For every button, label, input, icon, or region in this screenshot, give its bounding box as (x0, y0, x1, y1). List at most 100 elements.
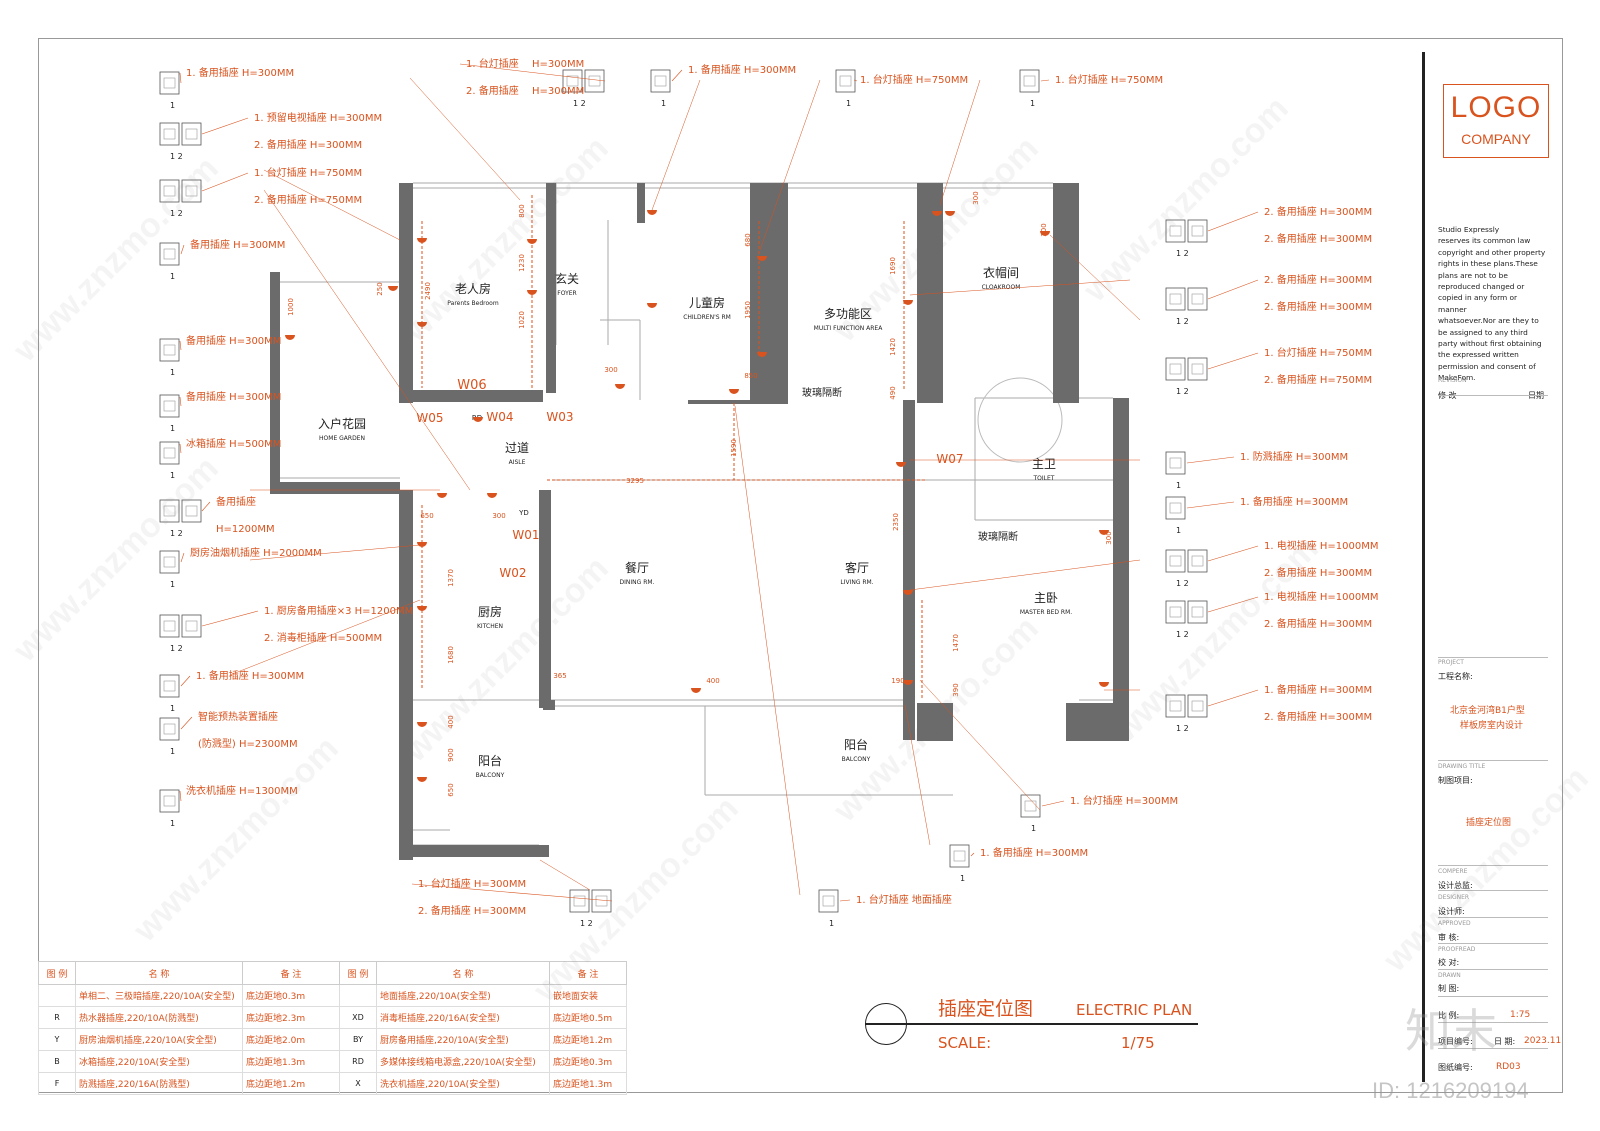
title-block-rule (1438, 1022, 1548, 1023)
wall (543, 700, 555, 710)
socket-box (1165, 549, 1186, 573)
socket-face (1023, 75, 1036, 87)
socket-face (163, 620, 176, 632)
socket-face (573, 895, 586, 907)
room-name-en: BALCONY (842, 756, 871, 763)
title-block-field: 制图项目: (1438, 776, 1473, 785)
dimension-label: 850 (744, 372, 757, 380)
legend-cell: 底边距地1.3m (549, 1072, 627, 1095)
leader-line (179, 72, 182, 84)
callout-text: 备用插座 (216, 495, 256, 508)
legend-cell: 底边距地2.0m (242, 1028, 340, 1051)
socket-face (595, 895, 608, 907)
wall (399, 490, 413, 860)
socket-face (1169, 225, 1182, 237)
socket-box (1165, 600, 1186, 624)
room-name-en: CLOAKROOM (982, 284, 1021, 291)
legend-cell: 消毒柜插座,220/16A(安全型) (376, 1006, 550, 1029)
socket-box (650, 69, 671, 93)
socket-callout: 11. 备用插座 H=300MM (650, 63, 796, 108)
note-line: Studio Expressly (1438, 225, 1500, 234)
socket-callout: 11. 台灯插座 H=750MM (1019, 69, 1163, 108)
title-block-rule (1438, 943, 1548, 944)
socket-face (185, 620, 198, 632)
socket-icon (691, 688, 701, 693)
socket-face (163, 723, 176, 735)
callout-text: 1. 台灯插座 H=750MM (1264, 346, 1372, 359)
title-block-field: 插座定位图 (1466, 818, 1512, 828)
socket-icon (1099, 530, 1109, 535)
callout-text: 1. 台灯插座 H=300MM (1070, 794, 1178, 807)
callout-text: 1. 备用插座 H=300MM (1240, 495, 1348, 508)
room-name: 客厅 (845, 560, 869, 575)
socket-icon (487, 493, 497, 498)
callout-text: 2. 备用插座 H=300MM (1264, 232, 1372, 245)
socket-box (569, 889, 590, 913)
socket-numbers: 1 (170, 819, 175, 828)
dimension-label: 1020 (518, 311, 526, 329)
socket-face (1169, 363, 1182, 375)
socket-box (1165, 451, 1186, 475)
leader-line (1040, 79, 1050, 82)
socket-face (163, 185, 176, 197)
socket-face (163, 128, 176, 140)
leader-line (919, 679, 1041, 811)
room-name: 餐厅 (625, 560, 649, 575)
socket-face (185, 505, 198, 517)
socket-box (159, 394, 180, 418)
socket-box (159, 338, 180, 362)
title-block-field: 北京金河湾B1户型 (1450, 706, 1525, 716)
socket-face (588, 75, 601, 87)
plan-label: 玻璃隔断 (978, 530, 1018, 543)
socket-callout: 11. 台灯插座 地面插座 (818, 889, 952, 928)
title-block-rule (1438, 996, 1548, 997)
socket-callout: 11. 台灯插座 H=750MM (835, 69, 968, 108)
leader-line (904, 704, 931, 846)
callout-text: 2. 备用插座 H=300MM (254, 138, 362, 151)
callout-text: 1. 备用插座 H=300MM (186, 66, 294, 79)
socket-face (953, 850, 966, 862)
socket-icon (615, 384, 625, 389)
plan-label: W04 (486, 410, 513, 424)
plan-label: W07 (936, 452, 963, 466)
room-name-en: HOME GARDEN (319, 435, 365, 442)
dimension-label: 1420 (889, 338, 897, 356)
socket-face (163, 447, 176, 459)
socket-box (1187, 287, 1208, 311)
scale-value: 1/75 (1121, 1034, 1155, 1052)
socket-box (1187, 694, 1208, 718)
title-block-field: 1:75 (1510, 1010, 1531, 1020)
leader-line (1041, 800, 1065, 807)
title-block-field: 审 核: (1438, 933, 1460, 942)
note-line: the expressed written (1438, 350, 1519, 360)
leader-line (909, 559, 1141, 591)
legend-cell: 底边距地0.5m (549, 1006, 627, 1029)
title-block-field: 制 图: (1438, 984, 1460, 993)
title-block-field: PROJECT (1438, 659, 1464, 666)
title-block-field: 2023.11 (1524, 1036, 1562, 1046)
leader-line (180, 552, 185, 563)
plan-label: W02 (499, 566, 526, 580)
socket-numbers: 1 (1031, 824, 1036, 833)
plan-label: W06 (457, 378, 486, 393)
legend-cell: 洗衣机插座,220/10A(安全型) (376, 1072, 550, 1095)
leader-line (201, 172, 249, 192)
callout-text: 厨房油烟机插座 H=2000MM (190, 546, 322, 559)
wall (1053, 183, 1079, 403)
room-name: 厨房 (478, 604, 502, 619)
legend-cell: 地面插座,220/10A(安全型) (376, 984, 550, 1007)
title-block-field: DRAWN (1438, 972, 1461, 979)
socket-face (1191, 555, 1204, 567)
leader-line (909, 279, 1131, 296)
socket-icon (757, 256, 767, 261)
note-line: copied in any form or manner (1438, 293, 1518, 314)
legend-table: 图 例 名 称 备 注 图 例 名 称 备 注 单相二、三极暗插座,220/10… (38, 961, 627, 1095)
dimension-label: 1230 (518, 254, 526, 272)
socket-face (163, 795, 176, 807)
leader-line (1186, 456, 1235, 464)
